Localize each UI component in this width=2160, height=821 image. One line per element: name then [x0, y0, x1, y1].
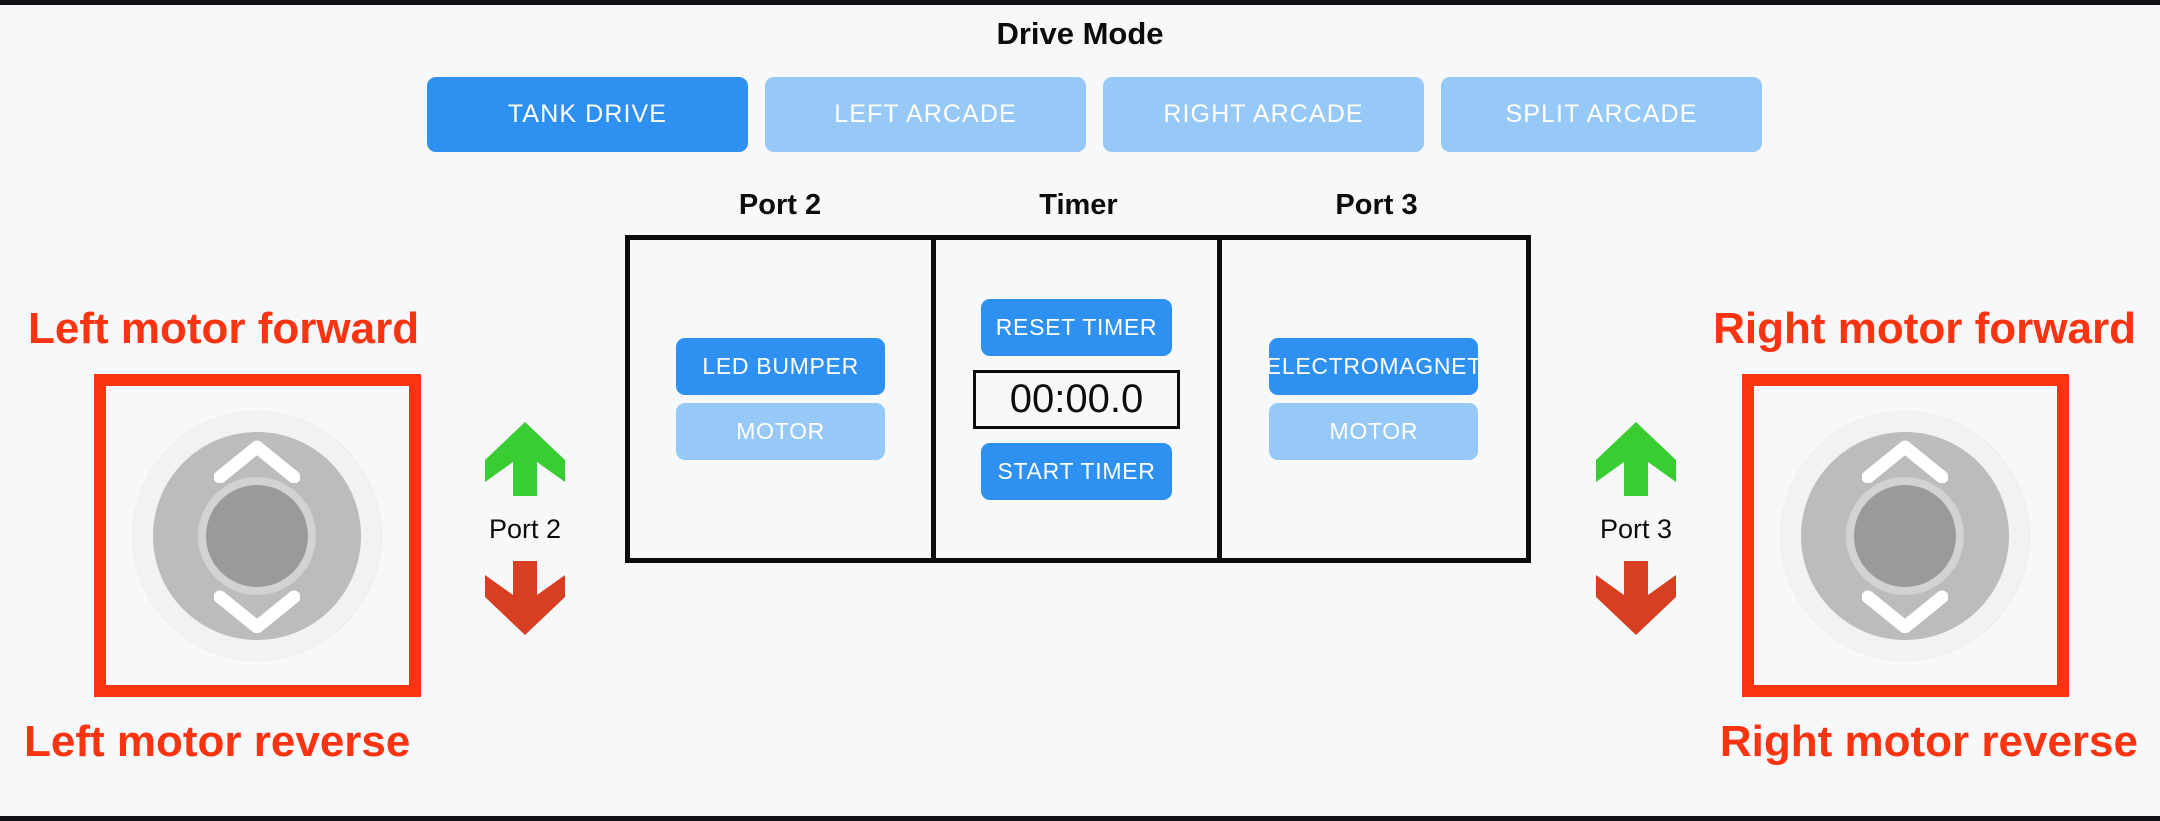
panel-column-port2: LED BUMPER MOTOR	[630, 240, 937, 558]
right-motor-forward-label: Right motor forward	[1713, 304, 2136, 353]
left-motor-forward-label: Left motor forward	[28, 304, 420, 353]
chevron-down-icon	[1862, 590, 1948, 633]
panel-heading-port3: Port 3	[1335, 189, 1418, 221]
right-joystick-control[interactable]	[1780, 410, 2030, 661]
right-motor-reverse-label: Right motor reverse	[1719, 717, 2138, 767]
joystick-knob[interactable]	[1854, 484, 1956, 587]
chevron-up-icon	[1862, 440, 1948, 483]
right-joystick-down-zone[interactable]	[1780, 589, 2030, 633]
port2-arrow-label: Port 2	[488, 514, 562, 544]
right-joystick-group: Right motor forward Right moto	[1670, 304, 2140, 767]
port3-motor-button[interactable]: MOTOR	[1269, 403, 1479, 460]
panel-heading-port2: Port 2	[738, 189, 822, 221]
arrow-up-icon	[1596, 422, 1676, 496]
left-joystick-control[interactable]	[132, 410, 382, 661]
drive-mode-tank-drive-button[interactable]: TANK DRIVE	[427, 77, 748, 152]
drive-mode-left-arcade-button[interactable]: LEFT ARCADE	[765, 77, 1086, 152]
panel-column-port3: ELECTROMAGNET MOTOR	[1222, 240, 1526, 558]
left-motor-reverse-label: Left motor reverse	[24, 717, 411, 767]
port2-direction-indicator: Port 2	[465, 420, 585, 637]
left-joystick-down-zone[interactable]	[132, 589, 382, 633]
port3-arrow-label: Port 3	[1599, 514, 1673, 544]
right-joystick-up-zone[interactable]	[1780, 439, 2030, 483]
port2-motor-button[interactable]: MOTOR	[676, 403, 886, 460]
arrow-up-icon	[485, 422, 565, 496]
reset-timer-button[interactable]: RESET TIMER	[981, 298, 1172, 356]
bottom-edge-bar	[0, 816, 2160, 821]
drive-mode-right-arcade-button[interactable]: RIGHT ARCADE	[1103, 77, 1424, 152]
panel-heading-timer: Timer	[1039, 189, 1118, 221]
joystick-knob[interactable]	[206, 484, 308, 587]
right-joystick-highlight-box	[1741, 374, 2069, 698]
start-timer-button[interactable]: START TIMER	[981, 442, 1172, 500]
drive-mode-title: Drive Mode	[996, 16, 1164, 51]
left-joystick-highlight-box	[93, 374, 421, 698]
electromagnet-button[interactable]: ELECTROMAGNET	[1266, 338, 1481, 395]
drive-mode-button-group: TANK DRIVE LEFT ARCADE RIGHT ARCADE SPLI…	[427, 77, 1762, 152]
arrow-down-icon	[485, 561, 565, 635]
led-bumper-button[interactable]: LED BUMPER	[676, 338, 886, 395]
drive-mode-split-arcade-button[interactable]: SPLIT ARCADE	[1441, 77, 1762, 152]
center-control-panel: LED BUMPER MOTOR RESET TIMER 00:00.0 STA…	[625, 235, 1531, 563]
left-joystick-group: Left motor forward Left motor	[22, 304, 492, 767]
center-panel-headings: Port 2 Timer Port 3	[625, 189, 1531, 222]
port3-direction-indicator: Port 3	[1576, 420, 1696, 637]
top-edge-bar	[0, 0, 2160, 5]
chevron-down-icon	[214, 590, 300, 633]
timer-display: 00:00.0	[973, 369, 1180, 429]
chevron-up-icon	[214, 440, 300, 483]
left-joystick-up-zone[interactable]	[132, 439, 382, 483]
panel-column-timer: RESET TIMER 00:00.0 START TIMER	[936, 240, 1222, 558]
arrow-down-icon	[1596, 561, 1676, 635]
